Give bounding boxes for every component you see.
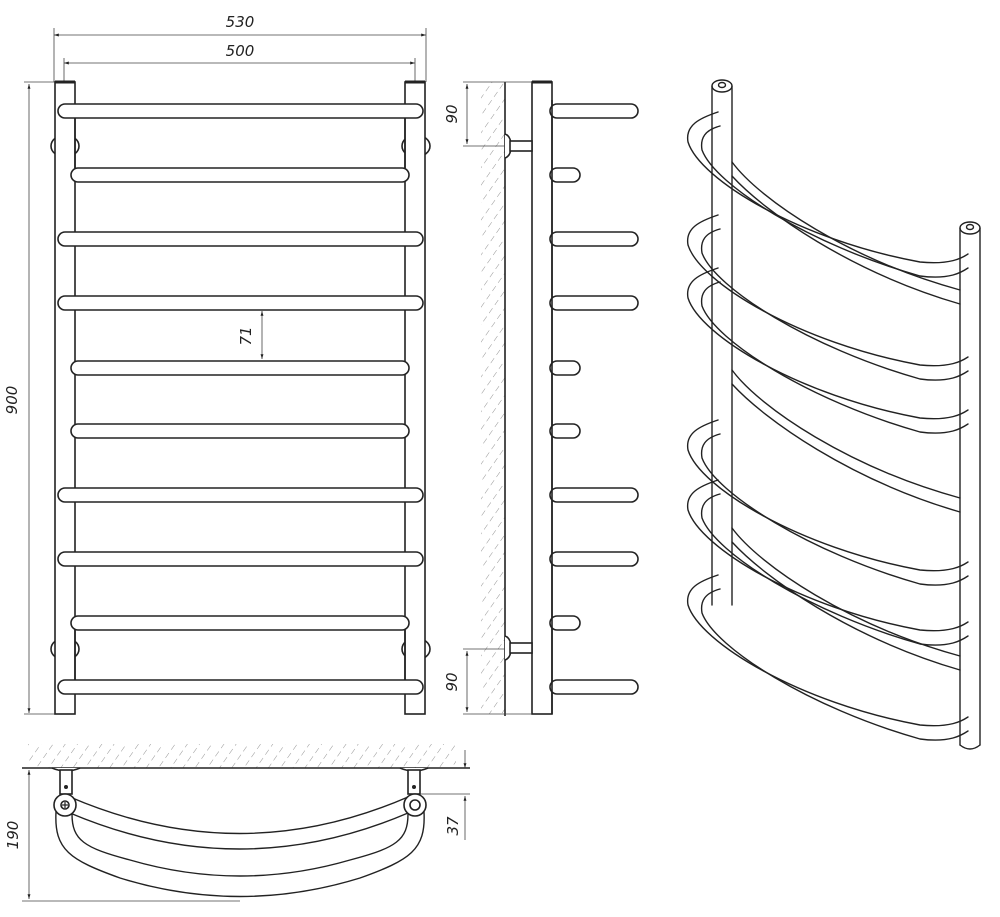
side-upright — [531, 81, 553, 715]
dimension-depth: 190 — [4, 770, 240, 902]
side-brackets — [504, 133, 533, 661]
crossbar-10 — [57, 679, 424, 695]
dimension-overall-height: 900 — [3, 81, 55, 715]
dimension-center-width: 500 — [63, 42, 416, 82]
bracket-depth-label: 37 — [444, 816, 462, 836]
top-bracket-label: 90 — [443, 104, 461, 123]
crossbar-8 — [57, 551, 424, 567]
wall-section — [481, 82, 505, 714]
side-view: 90 90 — [443, 80, 639, 716]
dimension-overall-width: 530 — [53, 13, 427, 82]
wall-top-section — [28, 744, 456, 768]
crossbar-5 — [70, 360, 410, 376]
bar-spacing-label: 71 — [237, 326, 255, 345]
crossbar-4 — [57, 295, 424, 311]
crossbar-6 — [70, 423, 410, 439]
center-width-label: 500 — [226, 42, 255, 60]
iso-long-bars — [686, 111, 969, 741]
overall-height-label: 900 — [3, 386, 21, 415]
crossbar-9 — [70, 615, 410, 631]
crossbar-7 — [57, 487, 424, 503]
side-bars — [549, 100, 639, 714]
depth-label: 190 — [4, 821, 22, 850]
crossbars — [57, 103, 424, 695]
top-view: 190 37 — [4, 744, 470, 902]
overall-width-label: 530 — [226, 13, 255, 31]
bottom-bracket-label: 90 — [443, 672, 461, 691]
crossbar-3 — [57, 231, 424, 247]
dimension-bar-spacing: 71 — [237, 311, 264, 359]
dimension-bottom-bracket: 90 — [443, 648, 532, 715]
crossbar-1 — [57, 103, 424, 119]
isometric-view — [686, 79, 981, 750]
dimension-top-bracket: 90 — [443, 81, 532, 147]
wall-brackets — [50, 134, 431, 661]
front-view: 530 500 900 — [3, 13, 431, 715]
iso-short-bars — [731, 161, 961, 671]
crossbar-2 — [70, 167, 410, 183]
dimension-bracket-depth: 37 — [420, 750, 470, 840]
